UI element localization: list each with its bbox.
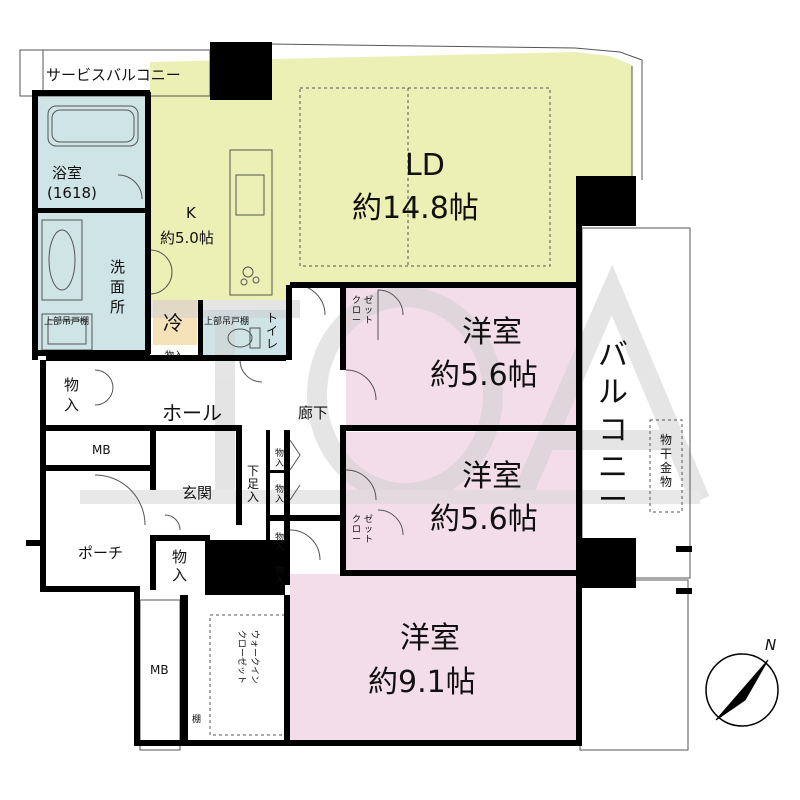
- svg-text:干: 干: [660, 447, 672, 461]
- fridge-label: 冷: [163, 311, 183, 335]
- porch-label: ポーチ: [78, 544, 123, 562]
- svg-text:入: 入: [275, 458, 284, 469]
- svg-text:ー: ー: [352, 316, 361, 326]
- svg-text:ニ: ニ: [598, 450, 628, 485]
- drying-hardware-label: 物 干 金 物: [660, 433, 672, 489]
- washroom-fill: [38, 213, 148, 350]
- bedroom1-size: 約5.6帖: [430, 358, 538, 393]
- watermark: [80, 264, 710, 505]
- svg-text:物: 物: [64, 376, 79, 394]
- bath-fill: [38, 96, 148, 210]
- kitchen-name: K: [186, 204, 197, 222]
- storage-left-label: 物 入: [64, 376, 79, 414]
- svg-text:入: 入: [275, 494, 284, 505]
- svg-text:ゼ: ゼ: [364, 513, 373, 525]
- storage-small-label: 物入: [165, 349, 183, 361]
- svg-text:入: 入: [172, 566, 187, 584]
- fixtures: [19, 43, 691, 751]
- bath-shelf-label: 上部吊戸棚: [44, 315, 89, 327]
- bedroom3-size: 約9.1帖: [368, 665, 476, 700]
- bedroom1-name: 洋室: [462, 315, 522, 350]
- shoe-box-label: 下 足 入: [247, 464, 259, 504]
- balcony-label: バ ル コ ニ ー: [598, 338, 628, 518]
- ld-name: LD: [405, 148, 445, 183]
- bedroom3-name: 洋室: [400, 621, 460, 656]
- corridor-storage-2: 物 入: [275, 483, 284, 505]
- labels: サービスバルコニー 浴室 (1618) K 約5.0帖 LD 約14.8帖 洗 …: [44, 66, 672, 725]
- compass-circle: [705, 653, 779, 727]
- kitchen-size: 約5.0帖: [160, 229, 214, 247]
- svg-text:足: 足: [247, 477, 259, 491]
- svg-text:ッ: ッ: [364, 306, 373, 316]
- corridor-storage-1: 物 入: [275, 447, 284, 469]
- service-balcony-label: サービスバルコニー: [46, 66, 181, 84]
- shelf-label: 棚: [192, 713, 201, 725]
- svg-text:ル: ル: [598, 375, 628, 410]
- closet2-label: ク ロ ー ゼ ッ ト: [352, 513, 373, 545]
- svg-text:コ: コ: [598, 413, 628, 448]
- svg-text:下: 下: [247, 464, 259, 478]
- room-fills: [38, 52, 632, 742]
- svg-text:入: 入: [275, 542, 284, 553]
- svg-text:ク: ク: [352, 295, 361, 306]
- svg-text:ゼ: ゼ: [364, 294, 373, 306]
- toilet-label: ト イ レ: [266, 311, 278, 351]
- washroom-label: 洗 面 所: [110, 258, 125, 316]
- svg-text:レ: レ: [266, 337, 278, 351]
- svg-text:ウォークイン: ウォークイン: [249, 630, 260, 684]
- porch-storage-label: 物 入: [172, 548, 187, 584]
- svg-text:ッ: ッ: [364, 525, 373, 535]
- compass: N: [705, 636, 779, 727]
- svg-text:物: 物: [660, 433, 672, 447]
- svg-text:物: 物: [172, 548, 187, 566]
- svg-text:洗: 洗: [110, 258, 125, 276]
- hall-label: ホール: [162, 401, 222, 425]
- genkan-label: 玄関: [182, 484, 212, 502]
- svg-text:ロ: ロ: [352, 306, 361, 316]
- bedroom2-size: 約5.6帖: [430, 502, 538, 537]
- closet1-label: ク ロ ー ゼ ッ ト: [352, 294, 373, 326]
- svg-text:イ: イ: [266, 324, 278, 338]
- svg-text:ト: ト: [364, 535, 373, 545]
- compass-north-label: N: [765, 636, 776, 654]
- svg-text:入: 入: [247, 490, 259, 504]
- svg-text:入: 入: [275, 575, 284, 586]
- svg-text:ー: ー: [598, 483, 628, 518]
- svg-text:物: 物: [275, 483, 284, 495]
- svg-text:ロ: ロ: [352, 525, 361, 535]
- svg-text:ー: ー: [352, 535, 361, 545]
- svg-text:金: 金: [660, 460, 672, 475]
- walkin-closet-label: ウォークイン クローゼット: [236, 630, 260, 684]
- svg-text:物: 物: [275, 564, 284, 576]
- mb-upper-label: MB: [92, 443, 111, 457]
- svg-text:ト: ト: [364, 316, 373, 326]
- svg-text:所: 所: [110, 298, 125, 316]
- bath-name: 浴室: [52, 164, 82, 182]
- svg-text:面: 面: [110, 278, 125, 296]
- compass-needle-tail-icon: [715, 659, 769, 721]
- bath-size: (1618): [47, 184, 97, 202]
- mb-lower-label: MB: [150, 663, 169, 677]
- walls: [26, 42, 692, 746]
- corridor-label: 廊下: [298, 404, 328, 422]
- living-dining-fill: [150, 52, 632, 300]
- svg-text:ト: ト: [266, 311, 278, 325]
- svg-text:ク: ク: [352, 514, 361, 525]
- ld-size: 約14.8帖: [352, 191, 479, 226]
- svg-text:物: 物: [275, 447, 284, 459]
- svg-text:物: 物: [275, 531, 284, 543]
- corridor-storage-4: 物 入: [275, 564, 284, 586]
- svg-text:物: 物: [660, 475, 672, 489]
- toilet-shelf-label: 上部吊戸棚: [204, 315, 249, 327]
- bedroom3-fill: [290, 574, 580, 742]
- corridor-storage-3: 物 入: [275, 531, 284, 553]
- svg-text:バ: バ: [598, 338, 628, 373]
- svg-text:クローゼット: クローゼット: [236, 630, 248, 684]
- svg-text:入: 入: [64, 396, 79, 414]
- bedroom2-name: 洋室: [462, 459, 522, 494]
